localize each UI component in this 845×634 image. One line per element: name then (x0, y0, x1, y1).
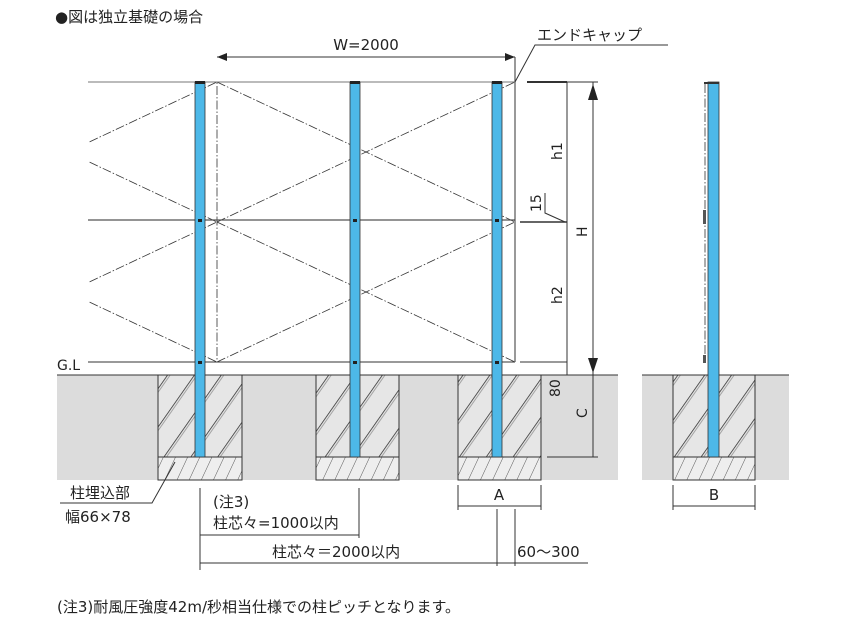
pitch-2000-label: 柱芯々＝2000以内 (272, 543, 400, 561)
post (194, 81, 206, 458)
end-cap (350, 81, 360, 84)
height-dimensions (520, 81, 598, 458)
footnote: (注3)耐風圧強度42m/秒相当仕様での柱ピッチとなります。 (57, 598, 460, 616)
end-cap-leader (514, 44, 668, 83)
footing-width-dims (457, 485, 756, 510)
end-cap (492, 81, 502, 84)
h2-label: h2 (550, 286, 566, 304)
end-cap (195, 81, 205, 84)
C-label: C (575, 408, 591, 418)
embed-label-2: 幅66×78 (65, 508, 131, 526)
gl-label: G.L (57, 358, 80, 374)
posts (194, 81, 503, 458)
dim-15-label: 15 (529, 194, 545, 212)
pitch-dimensions (199, 488, 588, 570)
post (491, 81, 503, 458)
embed-leader (60, 461, 176, 504)
post (349, 81, 361, 458)
diagram-title: ●図は独立基礎の場合 (55, 8, 203, 26)
A-label: A (494, 486, 505, 504)
B-label: B (709, 486, 719, 504)
H-label: H (575, 226, 591, 237)
embed-label-1: 柱埋込部 (70, 484, 130, 502)
mesh-panel (88, 82, 515, 363)
dim-80-label: 80 (548, 379, 564, 397)
note-ref-label: (注3) (213, 493, 249, 511)
width-label: W=2000 (333, 36, 399, 54)
pitch-1000-label: 柱芯々=1000以内 (213, 514, 339, 532)
end-cap-label: エンドキャップ (537, 26, 642, 44)
range-label: 60〜300 (517, 543, 580, 561)
h1-label: h1 (550, 142, 566, 160)
side-view (703, 81, 720, 458)
